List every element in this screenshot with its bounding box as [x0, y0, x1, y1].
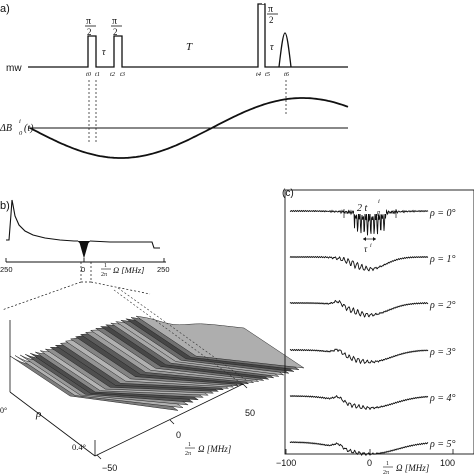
rho-label-0: ρ = 0° [429, 208, 456, 219]
svg-text:1: 1 [104, 263, 107, 269]
omega-axis-label: 1 2π Ω [MHz] [185, 442, 232, 457]
time-point-t4: t4 [256, 71, 262, 78]
panel-b: b) 250 0 250 1 2π Ω [MHz] [0, 199, 305, 473]
svg-text:π: π [268, 4, 273, 15]
svg-text:Ω [MHz]: Ω [MHz] [198, 444, 232, 454]
svg-text:2 t: 2 t [357, 203, 368, 214]
panel-c-frame [284, 189, 474, 455]
trace-stack [289, 208, 429, 456]
rho-label-3: ρ = 3° [429, 347, 456, 358]
svg-text:2π: 2π [185, 451, 191, 457]
panel-c: (c) 2 t p i τ i ρ = 0° ρ = 1° ρ = 2° ρ = [276, 188, 474, 474]
rho-label-2: ρ = 2° [429, 300, 456, 311]
panel-c-x-label: 1 2π Ω [MHz] [383, 461, 430, 474]
svg-text:i: i [378, 198, 380, 205]
panel-b-label: b) [0, 200, 10, 212]
time-point-t3: t3 [120, 71, 126, 78]
inset-tick-left: 250 [0, 265, 13, 274]
rho-labels: ρ = 0° ρ = 1° ρ = 2° ρ = 3° ρ = 4° ρ = 5… [429, 208, 456, 450]
svg-text:p: p [376, 209, 381, 216]
svg-text:Ω [MHz]: Ω [MHz] [396, 463, 430, 473]
svg-text:ΔB: ΔB [0, 123, 12, 134]
time-point-t6: t6 [284, 71, 290, 78]
omega-tick-0: 0 [176, 430, 181, 440]
svg-text:π: π [86, 16, 91, 27]
svg-text:2π: 2π [383, 470, 389, 474]
panel-c-x-ticks [285, 449, 454, 454]
svg-text:τ: τ [364, 244, 368, 254]
time-point-labels: t0 t1 t2 t3 t4 t5 t6 [86, 71, 290, 78]
svg-text:2: 2 [113, 27, 118, 37]
rho-top-tick: 0° [0, 406, 7, 415]
omega-tick-50: 50 [245, 408, 255, 418]
trace-rho-5 [289, 441, 429, 456]
tau-label-2: τ [270, 42, 274, 53]
svg-text:1: 1 [386, 461, 389, 467]
svg-text:Ω [MHz]: Ω [MHz] [113, 265, 144, 275]
mw-label: mw [6, 63, 22, 74]
time-point-t2: t2 [110, 71, 116, 78]
panel-c-label: (c) [282, 188, 294, 199]
time-point-t5: t5 [265, 71, 271, 78]
T-label: T [186, 41, 193, 53]
mw-pulse-sequence [28, 3, 348, 68]
surface-plot [9, 287, 305, 411]
surface-strip [135, 315, 305, 369]
rho-bottom-tick: 0.4° [72, 442, 86, 452]
inset-axis-label: 1 2π Ω [MHz] [101, 263, 144, 278]
pulse-3-label: π 2 [267, 4, 278, 25]
trace-rho-4 [289, 395, 429, 411]
c-tick-neg100: −100 [276, 458, 296, 468]
dashed-guides-a [88, 80, 287, 143]
trace-rho-2 [289, 299, 429, 318]
rho-label-1: ρ = 1° [429, 254, 456, 265]
svg-text:1: 1 [188, 442, 191, 448]
trace-rho-1 [289, 255, 429, 272]
surface-axes [9, 320, 244, 457]
c-tick-100: 100 [440, 458, 455, 468]
hole-width-annotation: 2 t p i [343, 198, 397, 218]
time-point-t1: t1 [95, 71, 100, 78]
inset-spectrum-hole [77, 240, 91, 259]
pulse-2-label: π 2 [111, 16, 122, 37]
inset-spectrum [6, 199, 78, 242]
rho-axis-label: ρ [35, 408, 41, 420]
inset-tick-zero: 0 [81, 265, 85, 274]
mw-echo-signal [278, 32, 292, 68]
dashed-guides-b [1, 262, 151, 311]
omega-tick-neg50: −50 [102, 463, 117, 473]
svg-text:2π: 2π [101, 272, 107, 278]
svg-text:2: 2 [87, 27, 92, 37]
svg-text:0: 0 [19, 130, 23, 137]
trace-rho-3 [289, 348, 429, 365]
time-point-t0: t0 [86, 71, 92, 78]
svg-text:2: 2 [269, 15, 274, 25]
svg-text:π: π [112, 16, 117, 27]
tau-label-1: τ [102, 47, 106, 58]
trace-rho-0 [289, 208, 429, 236]
tau-spacing-annotation: τ i [363, 237, 376, 254]
rho-label-4: ρ = 4° [429, 393, 456, 404]
surface-edge [113, 287, 247, 385]
pulse-1-label: π 2 [85, 16, 96, 37]
svg-text:i: i [19, 118, 21, 125]
omega-ticks [96, 383, 248, 460]
panel-a-label: a) [0, 3, 10, 15]
svg-text:i: i [370, 243, 372, 249]
b-field-curve [29, 97, 349, 159]
rho-label-5: ρ = 5° [429, 439, 456, 450]
c-tick-0: 0 [367, 458, 372, 468]
panel-a: a) mw π 2 π 2 π 2 τ T τ t0 t1 t2 t [0, 1, 349, 159]
inset-tick-right: 250 [157, 265, 170, 274]
